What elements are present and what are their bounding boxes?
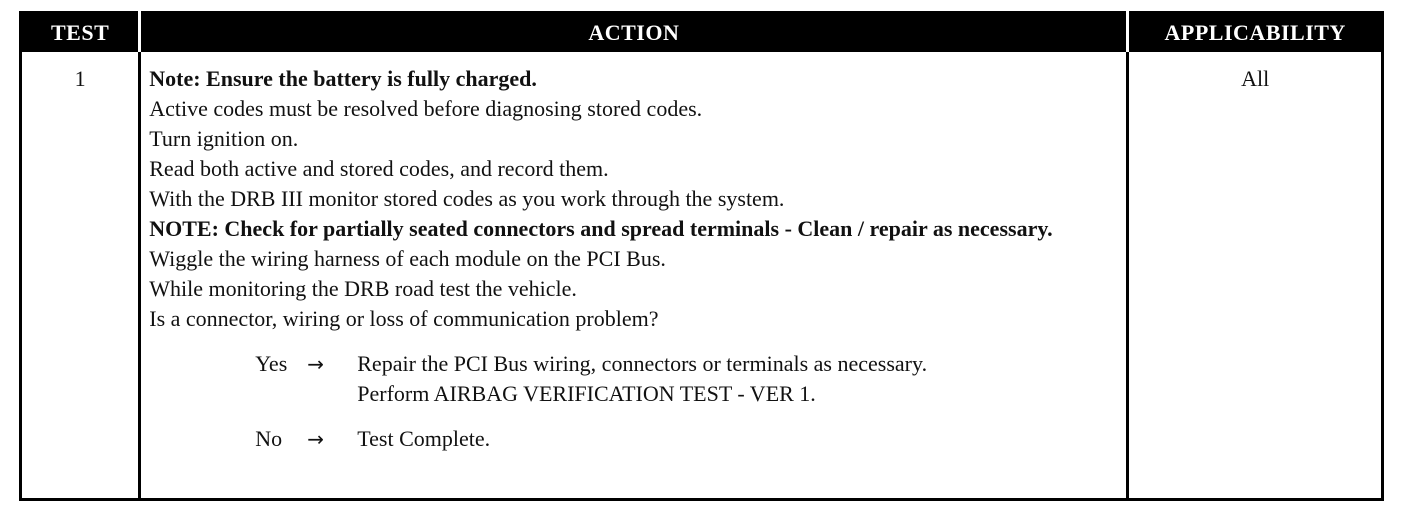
battery-note: Note: Ensure the battery is fully charge… [149,66,537,91]
answer-text: Repair the PCI Bus wiring, connectors or… [357,349,927,409]
action-line: Active codes must be resolved before dia… [149,96,703,121]
arrow-right-icon: → [307,352,325,376]
answer-label: No [255,426,283,451]
test-number-cell: 1 [21,52,140,500]
header-applicability: APPLICABILITY [1126,12,1383,52]
connector-note: NOTE: Check for partially seated connect… [149,216,1053,241]
answer-line: Perform AIRBAG VERIFICATION TEST - VER 1… [357,381,816,406]
action-cell: Note: Ensure the battery is fully charge… [138,52,1128,500]
answer-line: Repair the PCI Bus wiring, connectors or… [357,351,928,376]
answer-line: Test Complete. [357,426,491,451]
answer-text: Test Complete. [357,424,490,454]
action-line: Read both active and stored codes, and r… [149,156,609,181]
answer-yes: Yes → Repair the PCI Bus wiring, connect… [255,349,1118,409]
question-line: Is a connector, wiring or loss of commun… [149,306,659,331]
action-line: Wiggle the wiring harness of each module… [149,246,666,271]
answer-list: Yes → Repair the PCI Bus wiring, connect… [149,349,1118,454]
action-line: With the DRB III monitor stored codes as… [149,186,785,211]
applicability-value: All [1241,66,1270,91]
action-line: While monitoring the DRB road test the v… [149,276,577,301]
applicability-cell: All [1126,52,1383,500]
test-number: 1 [74,66,86,91]
action-line: Turn ignition on. [149,126,299,151]
answer-no: No → Test Complete. [255,424,1118,454]
table-header-row: TEST ACTION APPLICABILITY [20,12,1383,52]
arrow-right-icon: → [307,427,325,451]
header-test: TEST [20,12,140,52]
table-row: 1 Note: Ensure the battery is fully char… [21,52,1383,500]
answer-label: Yes [255,351,288,376]
diagnostic-procedure-table: TEST ACTION APPLICABILITY 1 Note: Ensure… [19,11,1384,501]
header-action: ACTION [138,12,1128,52]
